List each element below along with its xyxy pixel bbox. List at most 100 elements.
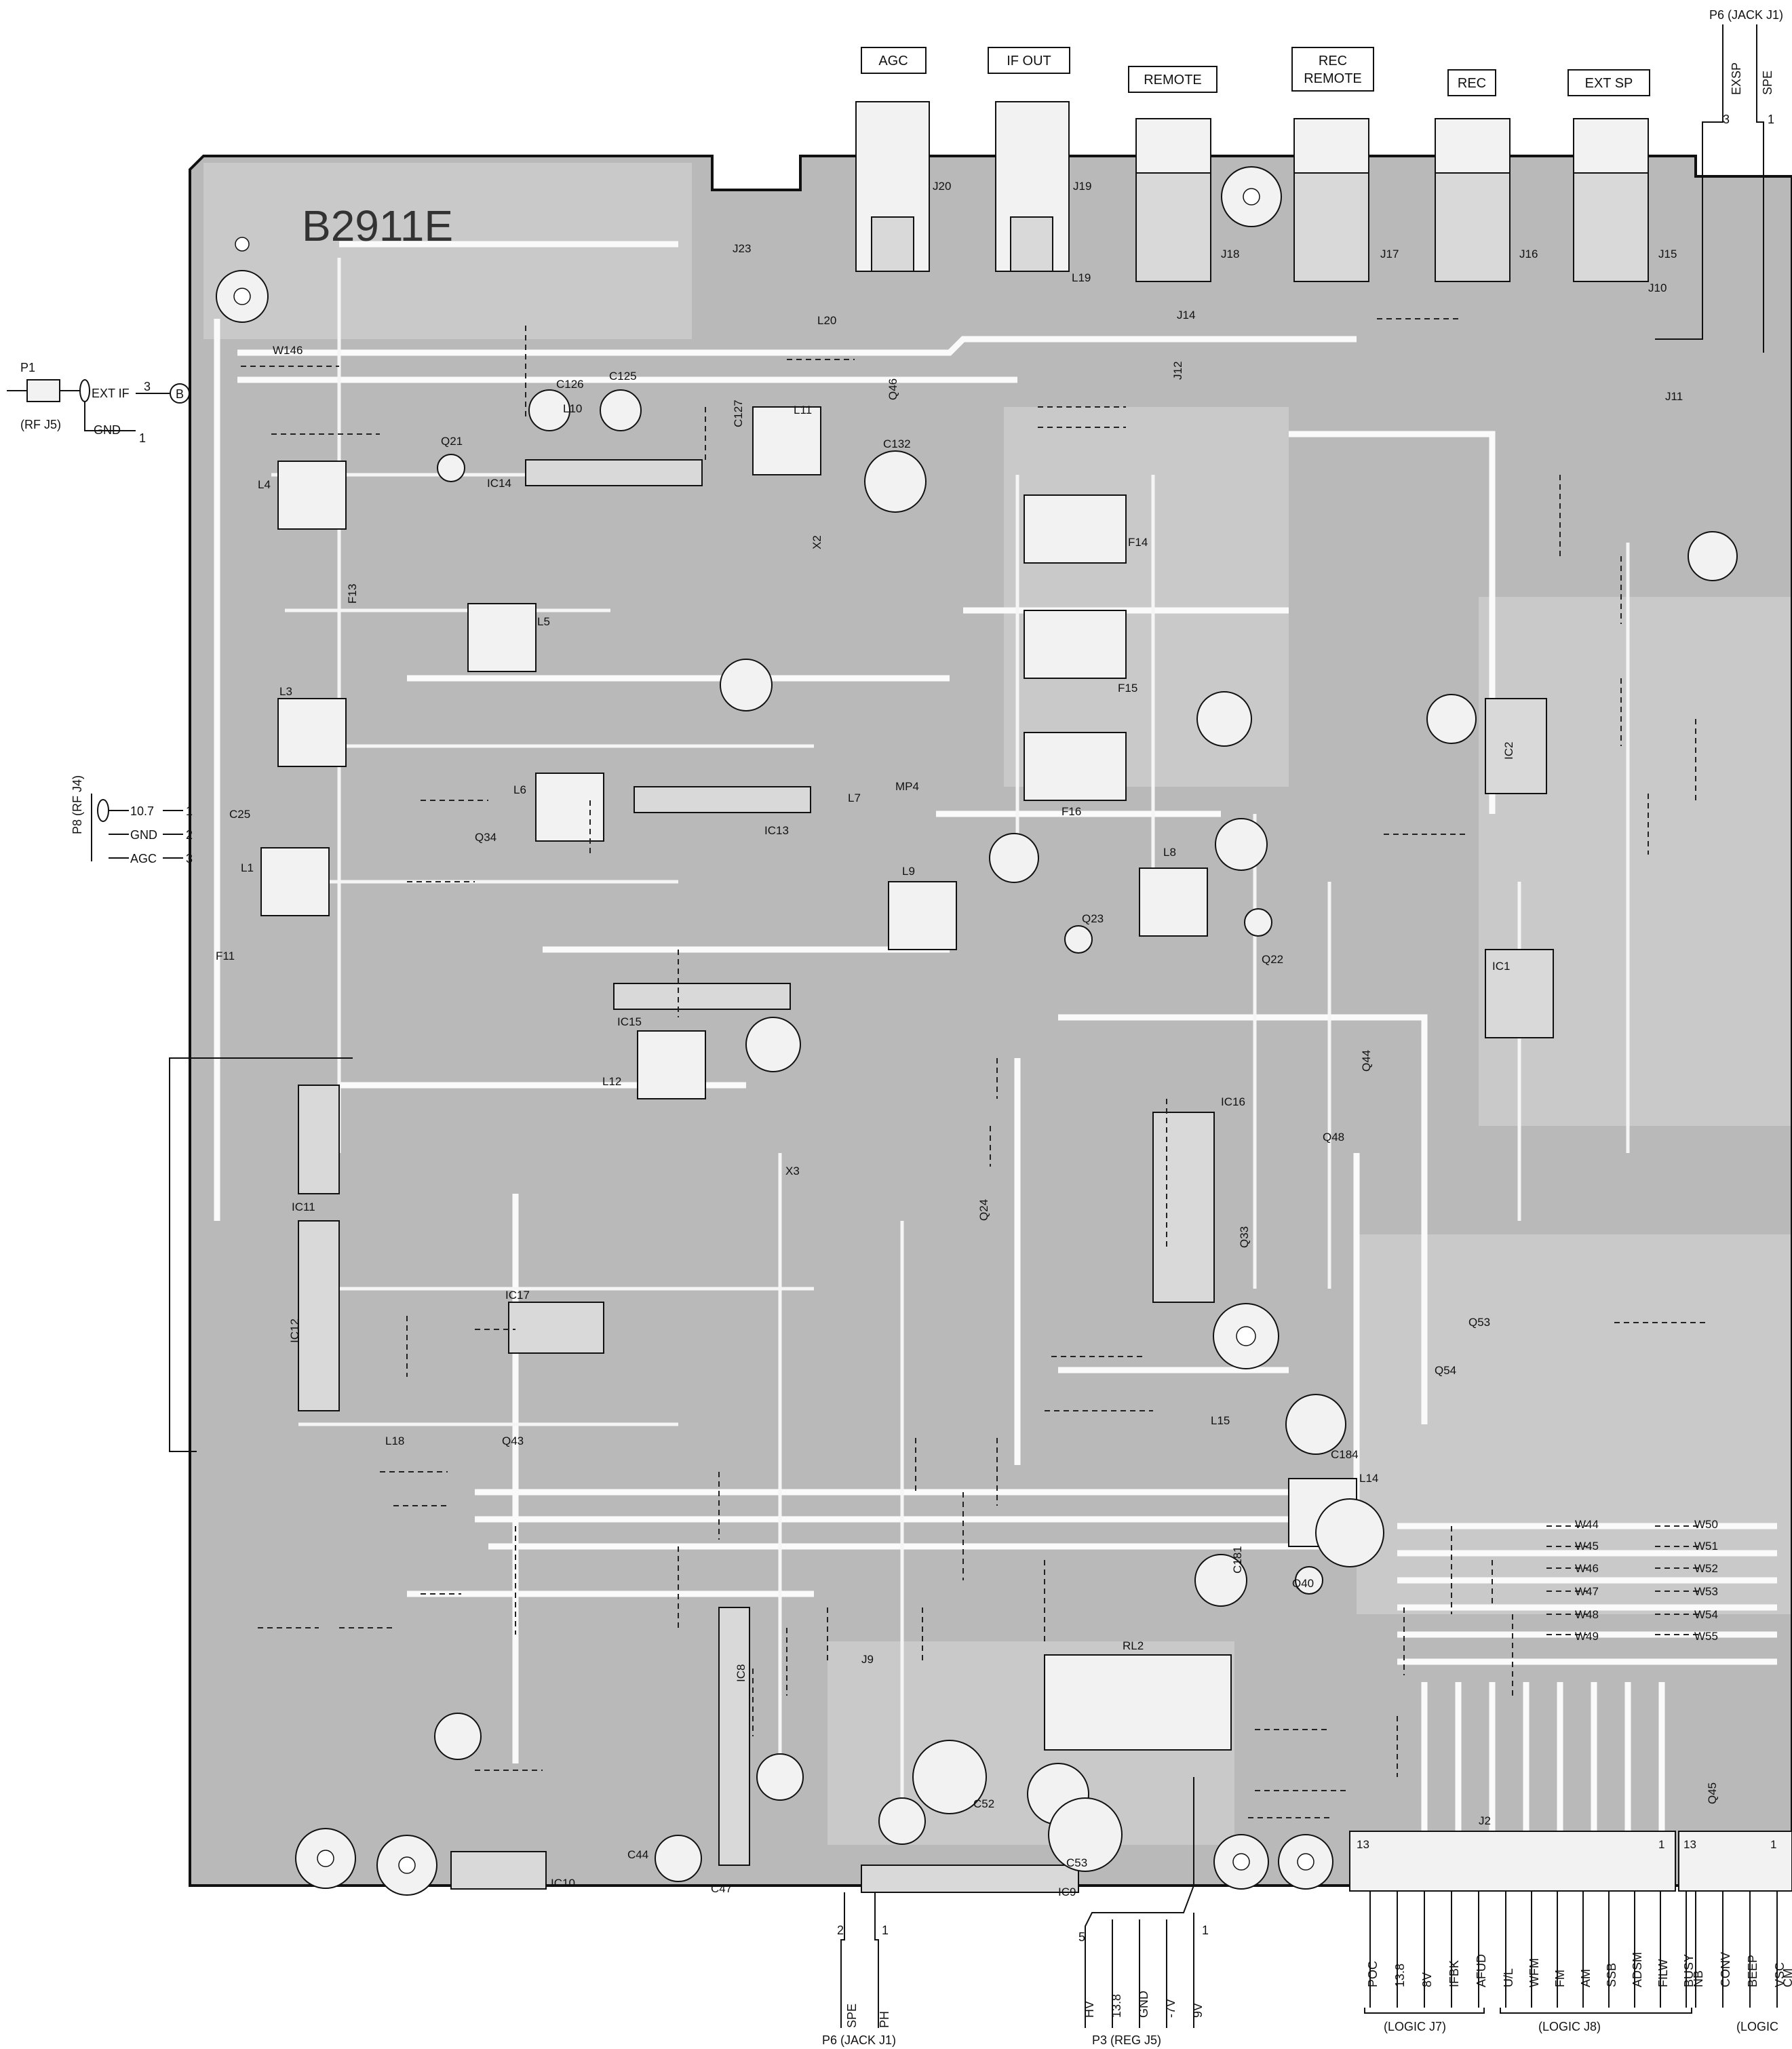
logic-j9-title: (LOGIC <box>1736 2020 1778 2033</box>
jack-ref-j16: J16 <box>1519 248 1538 260</box>
w-label-w53: W53 <box>1694 1585 1718 1598</box>
part-l12: L12 <box>602 1075 621 1088</box>
jack-label-rec: REC <box>1458 76 1486 91</box>
component-field <box>260 389 1738 1893</box>
jack-ref-j18: J18 <box>1221 248 1239 260</box>
jumper-wires <box>241 318 1709 1818</box>
part-c184: C184 <box>1331 1448 1359 1461</box>
p3-pin-gnd: GND <box>1137 1991 1150 2018</box>
ic-label-ic8: IC8 <box>735 1664 747 1682</box>
p8-pin-107: 10.7 <box>130 804 154 818</box>
part-j11: J11 <box>1665 390 1683 403</box>
p3-pin-minus7v: -7V <box>1164 1999 1177 2018</box>
p1-connector-label: B <box>176 387 184 401</box>
part-q53: Q53 <box>1468 1316 1490 1329</box>
part-j23: J23 <box>733 242 751 255</box>
p6-top-num-1: 1 <box>1768 113 1774 126</box>
part-c127: C127 <box>732 399 745 427</box>
part-mp4: MP4 <box>895 780 919 793</box>
part-l3: L3 <box>279 685 292 698</box>
w-label-w45: W45 <box>1575 1540 1599 1553</box>
logic-j9-pin-cm: CM <box>1781 1968 1792 1987</box>
board-model-label: B2911E <box>302 201 453 250</box>
p3-connector: 5 1 HV 13.8 GND -7V 9V P3 (REG J5) <box>1078 1777 1209 2047</box>
part-q33: Q33 <box>1238 1226 1251 1248</box>
p3-pin-138: 13.8 <box>1110 1994 1123 2018</box>
j2b-pin-left: 13 <box>1683 1838 1696 1851</box>
logic-j9-pin-beep: BEEP <box>1746 1955 1759 1987</box>
p6-top-title: P6 (JACK J1) <box>1709 8 1783 22</box>
p6-bottom-connector: 2 1 SPE PH P6 (JACK J1) <box>822 1892 896 2047</box>
part-c125: C125 <box>609 370 637 383</box>
p8-title: P8 (RF J4) <box>71 775 84 834</box>
jack-ref-j17: J17 <box>1380 248 1399 260</box>
p6-bottom-num-2: 2 <box>837 1924 844 1937</box>
w-label-w49: W49 <box>1575 1630 1599 1643</box>
p1-subtitle: (RF J5) <box>20 418 61 431</box>
j2-ref: J2 <box>1479 1814 1491 1827</box>
w-label-w55: W55 <box>1694 1630 1718 1643</box>
ic-label-ic12: IC12 <box>288 1319 301 1343</box>
logic-j8-pin-ssb: SSB <box>1605 1963 1618 1987</box>
part-c44: C44 <box>627 1848 648 1861</box>
part-l7: L7 <box>848 792 861 804</box>
p3-num-5: 5 <box>1078 1930 1085 1944</box>
ic-label-ic1: IC1 <box>1492 960 1510 973</box>
part-l4: L4 <box>258 478 271 491</box>
w-label-w52: W52 <box>1694 1562 1718 1575</box>
w-label-w44: W44 <box>1575 1518 1599 1531</box>
part-q24: Q24 <box>977 1199 990 1221</box>
w-label-w50: W50 <box>1694 1518 1718 1531</box>
ic-label-ic16: IC16 <box>1221 1095 1245 1108</box>
p3-pin-9v: 9V <box>1191 2003 1205 2018</box>
jack-label-ifout: IF OUT <box>1007 54 1051 69</box>
p6-bottom-title: P6 (JACK J1) <box>822 2033 896 2047</box>
mounting-holes <box>216 166 1333 1896</box>
part-q22: Q22 <box>1262 953 1283 966</box>
part-c53: C53 <box>1066 1856 1087 1869</box>
part-q23: Q23 <box>1082 912 1104 925</box>
part-f13: F13 <box>346 584 359 604</box>
logic-j7-pin-138: 13.8 <box>1393 1964 1407 1987</box>
part-q43: Q43 <box>502 1435 524 1447</box>
j2-connector: J2 13 1 13 1 <box>1349 1814 1792 1892</box>
p8-connector: P8 (RF J4) 10.7 GND AGC 1 2 3 C25 <box>71 775 250 865</box>
ic-label-ic17: IC17 <box>505 1289 530 1302</box>
part-w146: W146 <box>273 344 303 357</box>
logic-j7-pin-8v: 8V <box>1420 1972 1434 1987</box>
part-q45: Q45 <box>1706 1782 1719 1804</box>
logic-j9-pin-conv: CONV <box>1719 1952 1732 1987</box>
w-label-w48: W48 <box>1575 1608 1599 1621</box>
logic-j7-pin-afud: AFUD <box>1475 1954 1488 1987</box>
part-q40: Q40 <box>1292 1577 1314 1590</box>
part-l1: L1 <box>241 861 254 874</box>
p6-bottom-num-1: 1 <box>882 1924 889 1937</box>
part-l5: L5 <box>537 615 550 628</box>
part-j14: J14 <box>1177 309 1195 321</box>
part-c52: C52 <box>973 1797 994 1810</box>
p6-top-pin-exsp: EXSP <box>1730 62 1743 95</box>
p1-num-1: 1 <box>139 431 146 445</box>
part-q48: Q48 <box>1323 1131 1344 1144</box>
logic-j8-pin-filw: FILW <box>1656 1959 1670 1987</box>
logic-j9-pin-vsc: VSC <box>1773 1962 1787 1987</box>
w-label-w51: W51 <box>1694 1540 1718 1553</box>
part-c181: C181 <box>1231 1546 1244 1574</box>
p6-top-num-3: 3 <box>1723 113 1730 126</box>
part-c126: C126 <box>556 378 584 391</box>
part-c132: C132 <box>883 437 911 450</box>
logic-j8-connector: U/L WFM FM AM SSB ADSM FILW BUSY (LOGIC … <box>1500 1891 1696 2033</box>
p8-pin-gnd: GND <box>130 828 157 842</box>
ic-labels: IC14 IC13 IC15 IC16 IC17 IC11 IC12 IC8 I… <box>288 477 1515 1898</box>
ic-label-ic15: IC15 <box>617 1015 642 1028</box>
j2-pin-left: 13 <box>1357 1838 1369 1851</box>
logic-j8-title: (LOGIC J8) <box>1538 2020 1601 2033</box>
logic-j9-connector: NB CONV BEEP VSC CM (LOGIC <box>1692 1891 1792 2033</box>
part-q21: Q21 <box>441 435 463 448</box>
logic-j7-pin-ifbk: IFBK <box>1447 1960 1461 1987</box>
p1-pin-gnd: GND <box>94 423 121 437</box>
p1-pin-extif: EXT IF <box>92 387 130 400</box>
ic-label-ic13: IC13 <box>764 824 789 837</box>
w-label-block: W44 W45 W46 W47 W48 W49 W50 W51 W52 W53 … <box>1546 1518 1718 1643</box>
